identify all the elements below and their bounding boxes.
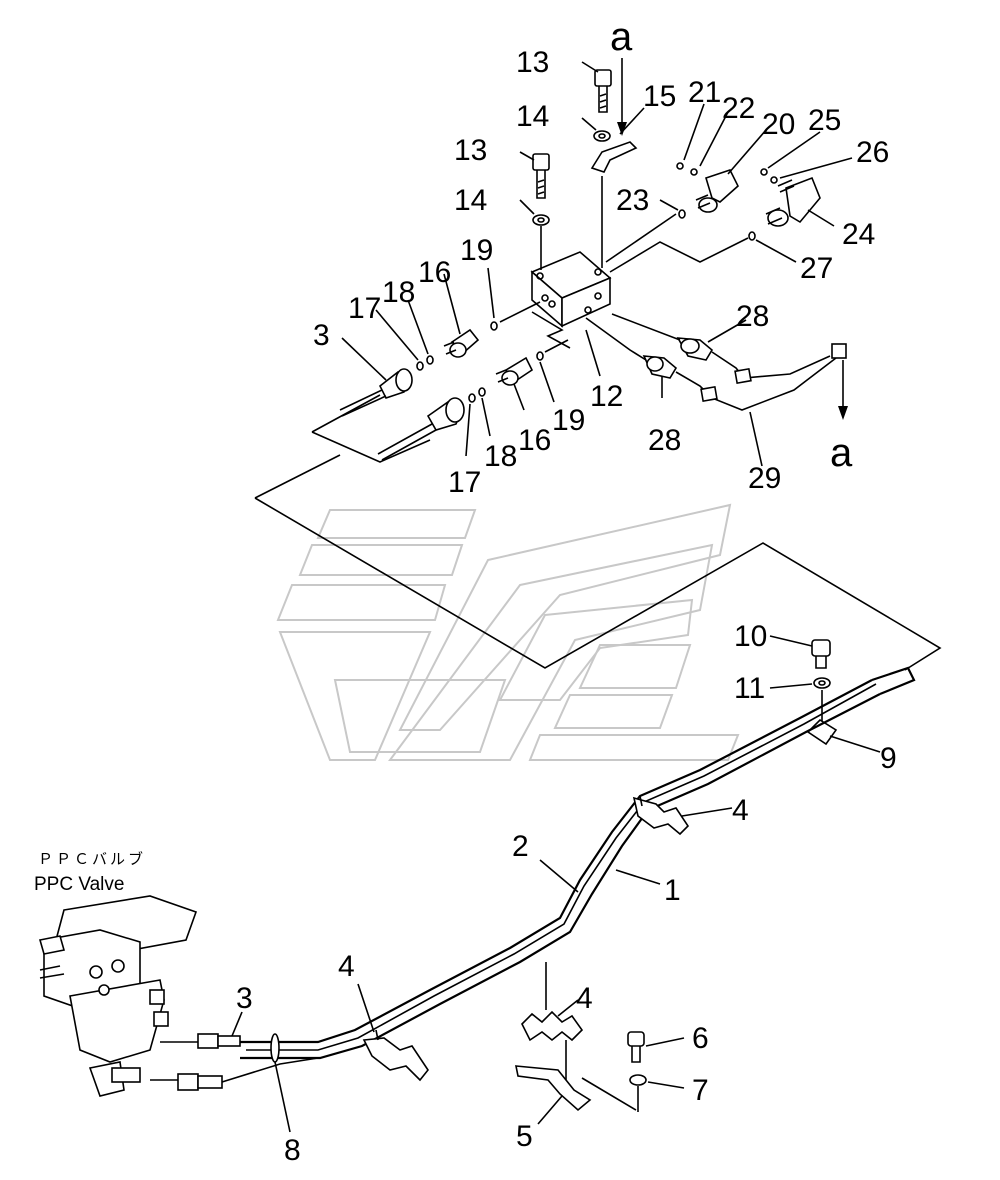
band-8 [270,1033,291,1133]
clip-15 [590,141,638,173]
sensor-28-lower [585,317,678,379]
callout-20: 20 [762,108,795,141]
hose-fittings-ppc [150,1033,319,1091]
callout-14-upper: 14 [516,100,549,133]
callout-16-lower: 16 [518,424,551,457]
clip-9 [806,718,838,746]
callout-2: 2 [512,830,529,863]
callout-10: 10 [734,620,767,653]
bracket-5 [515,1065,592,1112]
o-ring-18-lower [478,387,486,397]
elbow-fitting-20 [695,169,739,213]
ppc-valve-label-en: PPC Valve [34,874,124,895]
callout-6: 6 [692,1022,709,1055]
callout-19-upper: 19 [460,234,493,267]
washer-11 [813,677,831,689]
callout-28-lower: 28 [648,424,681,457]
callout-16-upper: 16 [418,256,451,289]
callout-26: 26 [856,136,889,169]
callout-7: 7 [692,1074,709,1107]
callout-11: 11 [734,672,765,705]
callout-25: 25 [808,104,841,137]
bolt-13-upper [594,69,612,113]
switch-16-upper [443,328,480,358]
hose-group-outline [311,394,431,463]
washer-14-lower [532,214,550,226]
callout-21: 21 [688,76,721,109]
washer-14-upper [593,130,611,142]
bolt-6 [627,1031,645,1063]
washer-7 [629,1074,647,1086]
hose-end-3-upper [339,368,413,417]
o-ring-26 [770,176,778,184]
callout-18-upper: 18 [382,276,415,309]
watermark-logo [276,503,740,761]
callout-13-lower: 13 [454,134,487,167]
callout-23: 23 [616,184,649,217]
callout-19-lower: 19 [552,404,585,437]
bolt-10 [811,639,831,669]
ppc-valve [38,895,198,1097]
callout-22: 22 [722,92,755,125]
callout-17-lower: 17 [448,466,481,499]
callout-12: 12 [590,380,623,413]
callout-18-lower: 18 [484,440,517,473]
o-ring-25 [760,168,768,176]
callout-4-middle: 4 [338,950,355,983]
callout-24: 24 [842,218,875,251]
callout-15: 15 [643,80,676,113]
o-ring-18-upper [426,355,434,365]
callout-13-upper: 13 [516,46,549,79]
leader-lines [231,61,881,1125]
callout-3-lower: 3 [236,982,253,1015]
callout-27: 27 [800,252,833,285]
o-ring-23 [678,209,686,219]
reference-a-right: a [830,431,853,475]
callout-3-upper: 3 [313,319,330,352]
callout-4-lower: 4 [576,982,593,1015]
o-ring-21 [676,162,684,170]
o-ring-19-upper [490,321,498,331]
sensor-28-upper [611,313,714,361]
hose-1-2 [240,666,916,1060]
callout-9: 9 [880,742,897,775]
harness-29 [675,343,847,467]
hose-end-3-lower [377,397,465,461]
clamp-4-upper [632,795,690,836]
callout-28-upper: 28 [736,300,769,333]
callout-8: 8 [284,1134,301,1167]
o-ring-17-lower [468,393,476,403]
o-ring-22 [690,168,698,176]
manifold-block [530,251,612,328]
callout-17-upper: 17 [348,292,381,325]
bolt-13-lower [532,153,550,199]
elbow-fitting-24 [765,176,821,227]
clamp-4-lower [521,962,584,1042]
callout-1: 1 [664,874,681,907]
switch-16-lower [495,356,534,386]
callout-4-upper: 4 [732,794,749,827]
callout-5: 5 [516,1120,533,1153]
clamp-4-middle [362,1029,429,1082]
assembly-outline [254,497,942,671]
callout-29: 29 [748,462,781,495]
o-ring-17-upper [416,361,424,371]
ppc-valve-label-jp: ＰＰＣバルブ [38,850,146,868]
reference-a-top: a [610,15,633,59]
o-ring-27 [748,231,756,241]
callout-14-lower: 14 [454,184,487,217]
assembly-outline-left [254,454,341,499]
o-ring-19-lower [536,351,544,361]
